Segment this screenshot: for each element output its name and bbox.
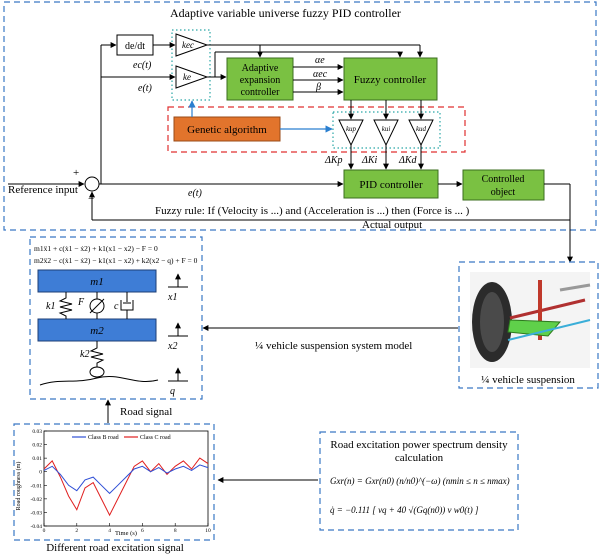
actual-output-label: Actual output [362,219,422,231]
psd-title-line2: calculation [395,452,444,464]
series-class-b-road [43,464,209,495]
adaptive-line3: controller [241,87,281,98]
fuzzy-controller-label: Fuzzy controller [354,74,427,86]
gain-kup [338,119,364,147]
road-formula: q̇ = −0.111 [ vq + 40 √(Gq(n0)) v w0(t) … [330,505,479,515]
summing-junction [84,176,100,192]
y-tick-label: -0.03 [31,510,43,516]
y-tick-label: 0.01 [32,456,42,462]
plot-area [43,430,209,527]
y-tick-label: 0.02 [32,443,42,449]
pid-controller-label: PID controller [359,179,423,191]
adaptive-line1: Adaptive [242,63,279,74]
gain-kud [408,119,434,147]
x2-label: x2 [167,341,177,352]
dkp-label: ΔKp [324,155,343,166]
road-chart-ylabel: Road roughness (m) [15,462,22,511]
gain-ke [175,65,209,89]
gain-kui-label: kui [382,125,391,133]
k2-label: k2 [80,349,89,360]
controlled-object [462,169,545,201]
x-tick-label: 10 [205,528,211,534]
gain-kud-label: kud [416,125,427,133]
x-tick-label: 8 [174,528,177,534]
controlled-line1: Controlled [482,174,525,185]
model-frame [29,236,203,400]
equation-2: m2ẍ2 − c(ẋ1 − ẋ2) − k1(x1 − x2) + k2(x2 … [34,256,198,265]
legend-c-label: Class C road [140,435,171,441]
spring-k2 [89,341,105,367]
x-tick-label: 4 [108,528,111,534]
alpha-e-label: αe [315,55,325,66]
actuator-arrow [89,298,105,314]
tire-contact [89,366,105,378]
genetic-algorithm-label: Genetic algorithm [187,124,267,136]
controller-title: Adaptive variable universe fuzzy PID con… [170,6,401,20]
fuzzy-controller [343,57,438,101]
y-tick-label: -0.04 [31,524,43,530]
different-road-label: Different road excitation signal [46,542,184,554]
dki-label: ΔKi [361,155,378,166]
x-tick-label: 6 [141,528,144,534]
gain-kec [175,33,209,57]
y-tick-label: -0.01 [31,483,43,489]
psd-formula: Gxr(n) = Gxr(n0) (n/n0)^(−ω) (nmin ≤ n ≤… [330,476,510,486]
y-tick-label: 0.03 [32,429,42,435]
genetic-algorithm [173,116,281,142]
road-chart-xlabel: Time (s) [115,530,137,537]
input-gain-group [171,29,211,101]
adaptive-line2: expansion [240,75,281,86]
y-tick-label: 0 [39,470,42,476]
series-class-c-road [43,457,209,517]
reference-input-label: Reference input [8,184,78,196]
fuzzy-rule-label: Fuzzy rule: If (Velocity is ...) and (Ac… [155,205,470,217]
plus-sign: + [73,167,79,179]
suspension-label: ¼ vehicle suspension [481,374,575,386]
error-label-top: e(t) [138,83,153,94]
controlled-line2: object [491,187,516,198]
gain-ke-label: ke [183,72,191,82]
psd-frame [319,431,519,531]
F-label: F [77,297,85,308]
m1-label: m1 [90,276,103,288]
dkd-label: ΔKd [398,155,418,166]
k1-label: k1 [46,301,55,312]
suspension-frame [458,261,599,389]
gain-kui [373,119,399,147]
derivative-label: de/dt [125,41,145,52]
alpha-ec-label: αec [313,69,328,80]
pid-controller [343,169,439,199]
c-label: c [114,301,119,312]
spring-k1 [58,292,73,319]
road-signal-label: Road signal [120,406,172,418]
equation-1: m1ẍ1 + c(ẋ1 − ẋ2) + k1(x1 − x2) − F = 0 [34,244,158,253]
road-profile [39,376,159,386]
ec-label: ec(t) [133,60,152,71]
beta-label: β [315,82,321,93]
x-tick-label: 2 [75,528,78,534]
legend-b-label: Class B road [88,435,119,441]
adaptive-expansion-controller [226,57,294,101]
gain-kec-label: kec [182,40,194,50]
error-label-mid: e(t) [188,188,203,199]
road-chart-frame [13,423,215,541]
optimization-frame [167,106,466,153]
psd-title-line1: Road excitation power spectrum density [330,439,508,451]
x-tick-label: 0 [43,528,46,534]
model-label: ¼ vehicle suspension system model [255,340,412,352]
x1-label: x1 [167,292,177,303]
m2-label: m2 [90,325,104,337]
q-label: q [170,386,175,397]
y-tick-label: -0.02 [31,497,43,503]
minus-sign: − [88,193,94,205]
controller-frame [3,1,597,231]
suspension-illustration [470,272,591,368]
gain-kup-label: kup [346,125,357,133]
